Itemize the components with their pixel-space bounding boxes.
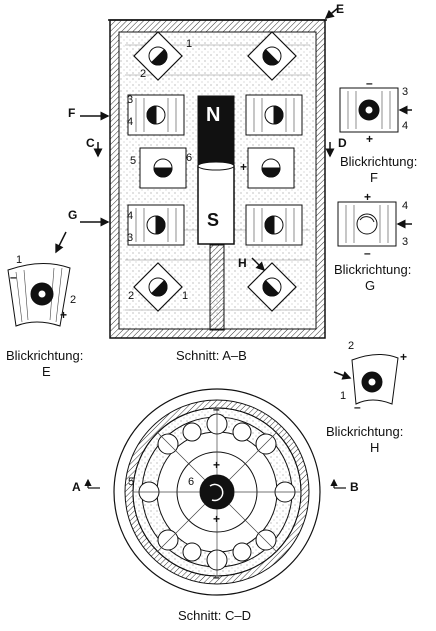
section-line-ab [84, 478, 346, 489]
sign-plus-view-e: + [60, 308, 68, 322]
sign-plus-center: + [240, 160, 248, 174]
sign-minus-view-f: – [366, 76, 373, 90]
caption-view-e-letter: E [42, 364, 51, 379]
caption-view-g-letter: G [365, 278, 376, 293]
caption-view-f: Blickrichtung: [340, 154, 418, 169]
number-2-view-h: 2 [348, 340, 355, 352]
sign-minus-view-h: – [354, 400, 361, 414]
number-4-view-g: 4 [402, 200, 409, 212]
number-3-lower: 3 [127, 232, 134, 244]
label-b: B [350, 480, 359, 494]
sign-minus-top: – [213, 402, 220, 416]
number-3-view-g: 3 [402, 236, 409, 248]
sign-minus-bottom: – [213, 570, 220, 584]
number-1-view-e: 1 [16, 254, 23, 266]
number-6-middle: 6 [186, 152, 193, 164]
number-6-cd: 6 [188, 476, 195, 488]
magnet-north-label: N [206, 104, 221, 126]
number-4-view-f: 4 [402, 120, 409, 132]
view-g-cell [337, 201, 412, 247]
sign-minus-view-g: – [364, 246, 371, 260]
cell-row-lower [127, 204, 303, 246]
sign-minus-view-e: – [10, 270, 17, 284]
view-e-cell [7, 231, 71, 327]
view-arrows-ab [80, 7, 339, 272]
number-5-middle: 5 [130, 155, 137, 167]
number-1-bottom: 1 [182, 290, 189, 302]
label-a: A [72, 480, 81, 494]
section-cd-field-lines [133, 408, 301, 576]
label-e: E [336, 2, 345, 16]
caption-view-g: Blickrichtung: [334, 262, 412, 277]
caption-section-cd: Schnitt: C–D [178, 608, 251, 623]
label-f: F [68, 106, 76, 120]
caption-view-f-letter: F [370, 170, 378, 185]
cell-row-middle [139, 147, 295, 189]
number-1-top: 1 [186, 38, 193, 50]
number-3-view-f: 3 [402, 86, 409, 98]
number-4-upper: 4 [127, 116, 134, 128]
section-cd-cells [138, 413, 296, 571]
sign-plus-bottom: + [213, 512, 221, 526]
number-3-upper: 3 [127, 94, 134, 106]
label-h: H [238, 256, 247, 270]
number-2-bottom: 2 [128, 290, 135, 302]
number-5-cd: 5 [128, 476, 135, 488]
number-2-view-e: 2 [70, 294, 77, 306]
number-4-lower: 4 [127, 210, 134, 222]
sign-plus-view-f: + [366, 132, 374, 146]
magnet-south-label: S [207, 210, 220, 230]
view-h-cell [333, 354, 399, 405]
sign-plus-top: + [213, 458, 221, 472]
label-c: C [86, 136, 95, 150]
bar-magnet [197, 95, 235, 245]
cell-row-top [133, 31, 297, 81]
sign-plus-view-h: + [400, 350, 408, 364]
view-f-cell [339, 87, 412, 133]
label-g: G [68, 208, 78, 222]
caption-view-h: Blickrichtung: [326, 424, 404, 439]
caption-view-h-letter: H [370, 440, 380, 455]
sign-plus-view-g: + [364, 190, 372, 204]
cell-row-upper [127, 94, 303, 136]
caption-section-ab: Schnitt: A–B [176, 348, 247, 363]
label-d: D [338, 136, 347, 150]
cell-row-bottom [133, 262, 297, 312]
number-1-view-h: 1 [340, 390, 347, 402]
number-2-top: 2 [140, 68, 147, 80]
caption-view-e: Blickrichtung: [6, 348, 84, 363]
